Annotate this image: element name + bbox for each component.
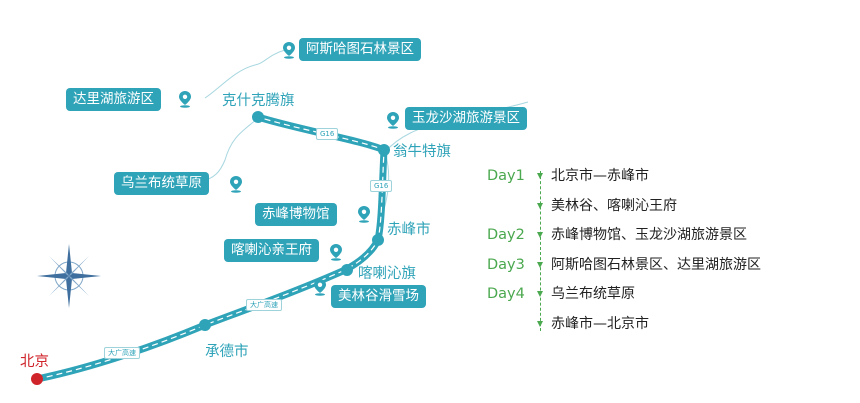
road-label-daguang: 大广高速 — [104, 347, 140, 359]
location-pin-icon — [283, 42, 295, 59]
down-arrow-icon — [537, 291, 543, 297]
itinerary-day: Day4 — [487, 286, 525, 302]
river — [199, 117, 259, 183]
scenic-badge-meilingu-ski: 美林谷滑雪场 — [331, 285, 426, 308]
itinerary-destination: 阿斯哈图石林景区、达里湖旅游区 — [551, 256, 761, 273]
itinerary-destination: 美林谷、喀喇沁王府 — [551, 197, 677, 214]
itinerary-row: Day1 北京市—赤峰市 — [487, 165, 817, 195]
river — [204, 49, 286, 99]
itinerary-row: 美林谷、喀喇沁王府 — [487, 195, 817, 225]
node-chengde — [199, 319, 211, 331]
scenic-badge-ulanbutong: 乌兰布统草原 — [114, 172, 209, 195]
scenic-badge-yulong-sand-lake: 玉龙沙湖旅游景区 — [405, 107, 527, 130]
location-pin-icon — [179, 91, 191, 108]
road-label-daguang: 大广高速 — [246, 299, 282, 311]
down-arrow-icon — [537, 202, 543, 209]
location-pin-icon — [230, 176, 242, 193]
scenic-badge-chifeng-museum: 赤峰博物馆 — [255, 203, 337, 226]
down-arrow-icon — [537, 320, 543, 327]
node-beijing — [31, 373, 43, 385]
location-pin-icon — [330, 244, 342, 261]
location-pin-icon — [358, 206, 370, 223]
itinerary-panel: Day1 北京市—赤峰市 美林谷、喀喇沁王府 Day2 赤峰博物馆、玉龙沙湖旅游… — [487, 165, 817, 342]
itinerary-destination: 赤峰博物馆、玉龙沙湖旅游景区 — [551, 227, 747, 243]
city-label-chifeng: 赤峰市 — [387, 222, 431, 238]
node-chifeng — [372, 234, 384, 246]
location-pin-icon — [314, 279, 326, 296]
city-label-chengde: 承德市 — [205, 344, 249, 360]
itinerary-day: Day2 — [487, 227, 525, 243]
scenic-badge-harqin-palace: 喀喇沁亲王府 — [224, 239, 319, 262]
itinerary-day: Day3 — [487, 256, 525, 273]
itinerary-day: Day1 — [487, 168, 525, 184]
itinerary-timeline — [540, 171, 541, 331]
road-label-g16: G16 — [370, 180, 393, 192]
road-label-g16: G16 — [316, 128, 339, 140]
city-label-harqin: 喀喇沁旗 — [358, 266, 416, 282]
itinerary-destination: 赤峰市—北京市 — [551, 315, 649, 332]
node-hexigten — [252, 111, 264, 123]
city-label-hexigten: 克什克腾旗 — [222, 93, 295, 109]
scenic-badge-ashatu: 阿斯哈图石林景区 — [299, 38, 421, 61]
itinerary-row: Day4 乌兰布统草原 — [487, 283, 817, 313]
itinerary-row: Day2 赤峰博物馆、玉龙沙湖旅游景区 — [487, 224, 817, 254]
scenic-badge-dali-lake: 达里湖旅游区 — [66, 88, 161, 111]
city-label-beijing: 北京 — [20, 354, 49, 370]
city-label-ongniud: 翁牛特旗 — [393, 144, 451, 160]
itinerary-row: Day3 阿斯哈图石林景区、达里湖旅游区 — [487, 254, 817, 284]
down-arrow-icon — [537, 173, 543, 179]
down-arrow-icon — [537, 232, 543, 238]
down-arrow-icon — [537, 261, 543, 268]
node-harqin — [341, 264, 353, 276]
itinerary-row: 赤峰市—北京市 — [487, 313, 817, 343]
location-pin-icon — [387, 112, 399, 129]
itinerary-destination: 乌兰布统草原 — [551, 286, 635, 302]
compass-rose-icon — [37, 244, 101, 308]
itinerary-destination: 北京市—赤峰市 — [551, 168, 649, 184]
route-line — [33, 113, 388, 383]
node-ongniud — [378, 144, 390, 156]
